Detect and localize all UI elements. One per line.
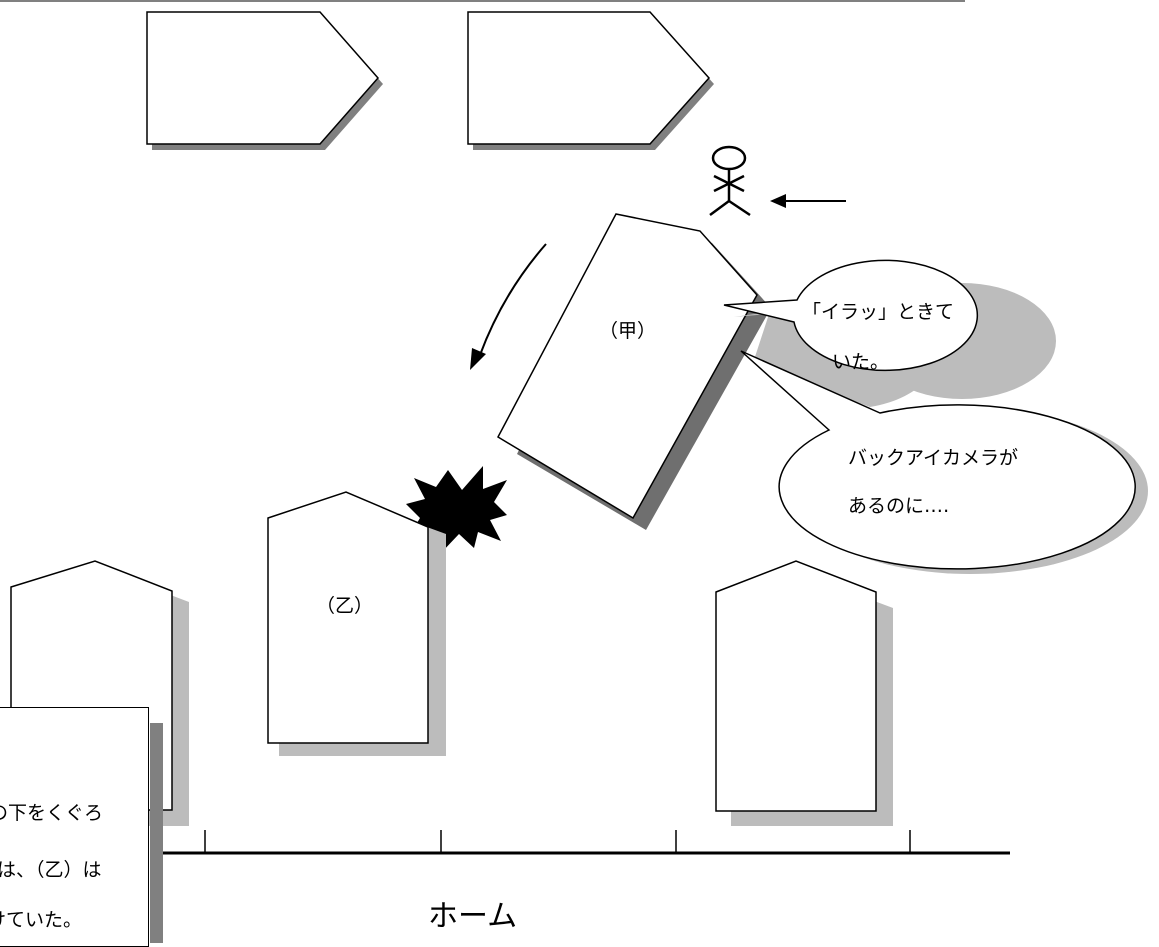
parked-car-top-left xyxy=(146,11,383,150)
car-ko-label: （甲） xyxy=(599,320,656,342)
platform-label: ホーム xyxy=(428,899,517,934)
left-arrow xyxy=(770,194,846,208)
bubble-camera-line2: あるのに‥‥ xyxy=(848,495,949,517)
car-otsu-label: （乙） xyxy=(316,595,373,617)
parked-car-top-right xyxy=(467,11,714,150)
note-box-shadow xyxy=(150,723,163,943)
bubble-irritated-line1: 「イラッ」ときて xyxy=(802,301,954,323)
note-line-3: けていた。 xyxy=(0,909,83,931)
bubble-camera-line1: バックアイカメラが xyxy=(848,447,1018,469)
speech-bubble-irritated: 「イラッ」ときて いた。 xyxy=(723,259,1056,407)
parked-car-right xyxy=(715,560,893,826)
car-ko: （甲） xyxy=(497,213,771,530)
bubble-irritated-line2: いた。 xyxy=(832,351,889,373)
note-line-1: の下をくぐろ xyxy=(0,802,104,824)
person-figure xyxy=(709,145,751,217)
platform-line xyxy=(150,830,1010,855)
note-line-2: は、（乙）は xyxy=(0,859,102,881)
note-box: の下をくぐろ は、（乙）は けていた。 xyxy=(0,707,149,947)
speech-bubble-camera: バックアイカメラが あるのに‥‥ xyxy=(740,350,1148,574)
rotation-arrow xyxy=(470,243,547,370)
car-otsu: （乙） xyxy=(267,491,446,756)
